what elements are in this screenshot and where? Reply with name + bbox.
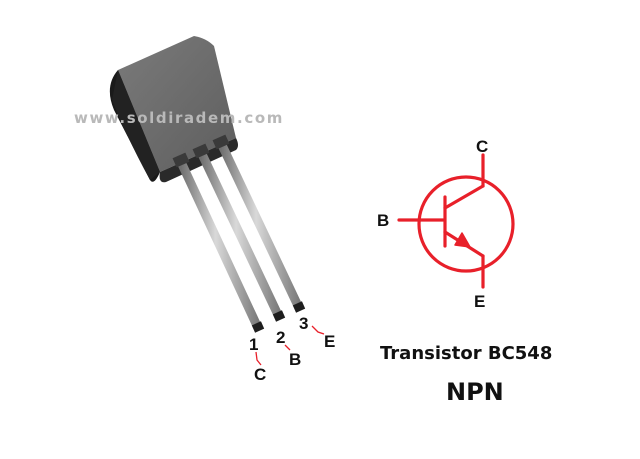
package-front-face — [159, 138, 238, 183]
symbol-base-label: B — [377, 211, 389, 230]
pin-1-number: 1 — [249, 335, 258, 354]
symbol-emitter-label: E — [474, 292, 485, 311]
caption-type: NPN — [446, 378, 504, 406]
package-top-face — [118, 36, 236, 172]
emitter-arrow-icon — [454, 232, 471, 248]
watermark-text: www.soldiradem.com — [74, 109, 284, 127]
transistor-package: www.soldiradem.com 1 2 3 C B E — [74, 36, 335, 384]
pin-1-label: C — [254, 365, 266, 384]
lead-1-root — [172, 152, 190, 168]
pin-2-label: B — [289, 350, 301, 369]
lead-2-root — [192, 143, 210, 159]
pin-3-leader — [311, 325, 325, 335]
leads — [172, 134, 306, 333]
pin-3-label: E — [324, 332, 335, 351]
pin-3-number: 3 — [299, 314, 308, 333]
pin-1-leader — [255, 351, 262, 366]
lead-3-root — [212, 134, 230, 150]
npn-symbol — [397, 153, 515, 289]
caption-title: Transistor BC548 — [380, 343, 552, 364]
pin-2-number: 2 — [276, 328, 285, 347]
symbol-collector-label: C — [476, 137, 488, 156]
collector-diagonal — [443, 184, 485, 210]
lead-2-tip — [272, 310, 286, 322]
lead-3 — [216, 141, 304, 310]
symbol-circle — [417, 175, 515, 273]
lead-1 — [176, 160, 263, 330]
pin-2-leader — [284, 344, 291, 351]
lead-1-tip — [251, 321, 265, 333]
package-front-shade — [112, 70, 160, 180]
pin-leader-lines — [255, 325, 325, 366]
lead-3-tip — [292, 301, 306, 313]
lead-2 — [196, 150, 284, 319]
